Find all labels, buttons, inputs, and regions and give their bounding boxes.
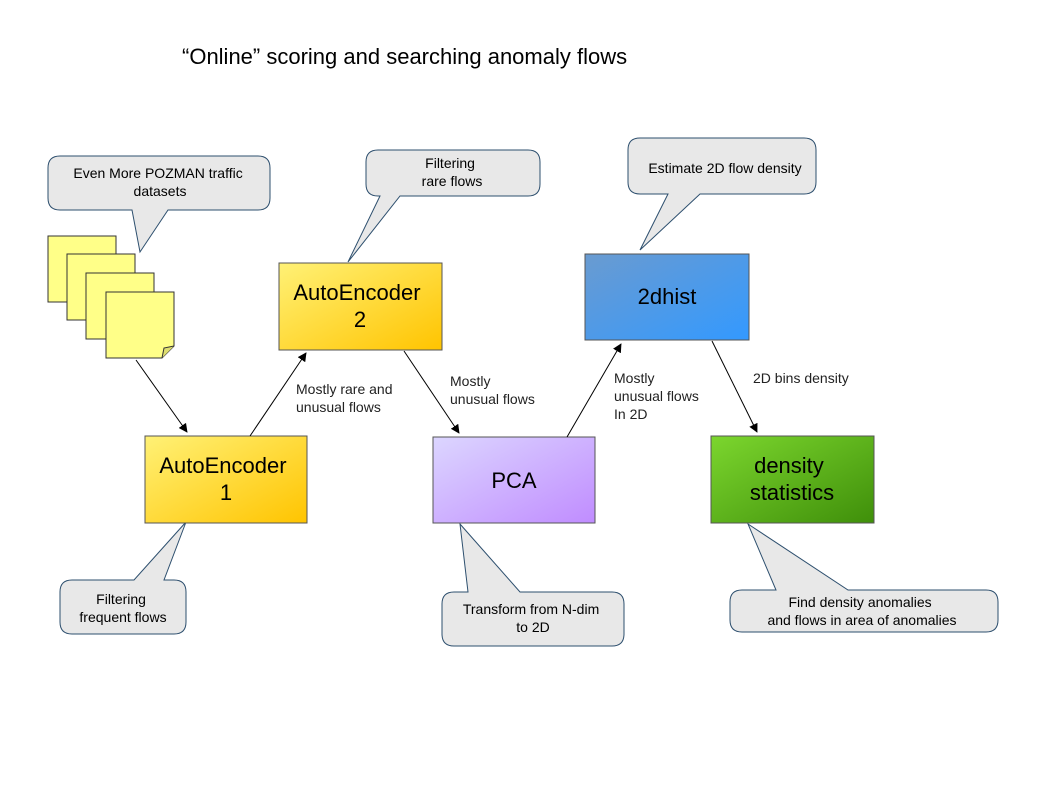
- callout-text-line: Filtering: [425, 155, 475, 171]
- svg-text:Filtering frequent flows: Filtering frequent flows: [79, 591, 166, 625]
- svg-text:Filtering rare flows: Filtering rare flows: [422, 155, 483, 189]
- arrow-documents-to-autoencoder-1: [135, 359, 188, 433]
- callout-text-line: Find density anomalies: [788, 594, 931, 610]
- box-label-line: AutoEncoder: [159, 453, 286, 478]
- edge-label-line: unusual flows: [296, 399, 381, 415]
- callout-datasets: Even More POZMAN traffic datasets: [47, 155, 271, 254]
- box-label-line: density: [754, 453, 824, 478]
- callout-estimate-density: Estimate 2D flow density: [627, 137, 817, 251]
- svg-text:Estimate 2D flow density: Estimate 2D flow density: [648, 160, 801, 176]
- box-label-line: AutoEncoder: [293, 280, 420, 305]
- callout-text-line: to 2D: [516, 619, 549, 635]
- box-autoencoder-1: AutoEncoder 1: [144, 435, 308, 524]
- arrow-autoencoder-2-to-pca: [403, 350, 460, 434]
- arrow-pca-to-2dhist: [566, 343, 622, 438]
- svg-text:Find density anomalies a: Find density anomalies and flows in area…: [767, 594, 956, 628]
- callout-text-line: Filtering: [96, 591, 146, 607]
- box-autoencoder-2: AutoEncoder 2: [278, 262, 443, 351]
- callout-find-anomalies: Find density anomalies and flows in area…: [729, 522, 999, 633]
- box-label-line: PCA: [491, 468, 537, 493]
- svg-text:Even More POZMAN traffic: Even More POZMAN traffic datasets: [73, 165, 246, 199]
- diagram-title: “Online” scoring and searching anomaly f…: [182, 44, 627, 69]
- box-label-line: 1: [220, 480, 232, 505]
- callout-text-line: Transform from N-dim: [463, 601, 599, 617]
- edge-label-ae2-pca: Mostly unusual flows: [450, 373, 535, 407]
- callout-filtering-frequent: Filtering frequent flows: [59, 521, 187, 635]
- box-label-line: 2dhist: [638, 284, 697, 309]
- edge-label-line: 2D bins density: [753, 370, 849, 386]
- svg-text:PCA: PCA: [491, 468, 537, 493]
- callout-transform: Transform from N-dim to 2D: [441, 522, 625, 647]
- callout-text-line: rare flows: [422, 173, 483, 189]
- callout-text-line: and flows in area of anomalies: [767, 612, 956, 628]
- edge-label-hist-density: 2D bins density: [753, 370, 849, 386]
- callout-text-line: Estimate 2D flow density: [648, 160, 801, 176]
- edge-label-line: Mostly rare and: [296, 381, 392, 397]
- svg-text:AutoEncoder 1: AutoEncoder 1: [159, 453, 292, 505]
- callout-filtering-rare: Filtering rare flows: [347, 149, 541, 263]
- box-2dhist: 2dhist: [584, 253, 750, 341]
- edge-label-line: unusual flows: [614, 388, 699, 404]
- svg-text:2dhist: 2dhist: [638, 284, 697, 309]
- svg-text:Transform from N-dim to: Transform from N-dim to 2D: [463, 601, 603, 635]
- callout-text-line: Even More POZMAN traffic: [73, 165, 242, 181]
- edge-label-pca-hist: Mostly unusual flows In 2D: [614, 370, 703, 422]
- box-pca: PCA: [432, 436, 596, 524]
- edge-label-line: In 2D: [614, 406, 647, 422]
- edge-label-ae1-ae2: Mostly rare and unusual flows: [296, 381, 396, 415]
- box-label-line: 2: [354, 307, 366, 332]
- edge-label-line: unusual flows: [450, 391, 535, 407]
- svg-text:AutoEncoder 2: AutoEncoder 2: [293, 280, 426, 332]
- edge-label-line: Mostly: [450, 373, 490, 389]
- callout-text-line: frequent flows: [79, 609, 166, 625]
- box-density-statistics: density statistics: [710, 435, 875, 524]
- dataset-documents-icon: [47, 235, 175, 359]
- callout-text-line: datasets: [134, 183, 187, 199]
- arrow-2dhist-to-density: [711, 340, 758, 433]
- svg-text:density statistics: density statistics: [750, 453, 834, 505]
- arrow-autoencoder-1-to-autoencoder-2: [249, 352, 307, 437]
- edge-label-line: Mostly: [614, 370, 654, 386]
- box-label-line: statistics: [750, 480, 834, 505]
